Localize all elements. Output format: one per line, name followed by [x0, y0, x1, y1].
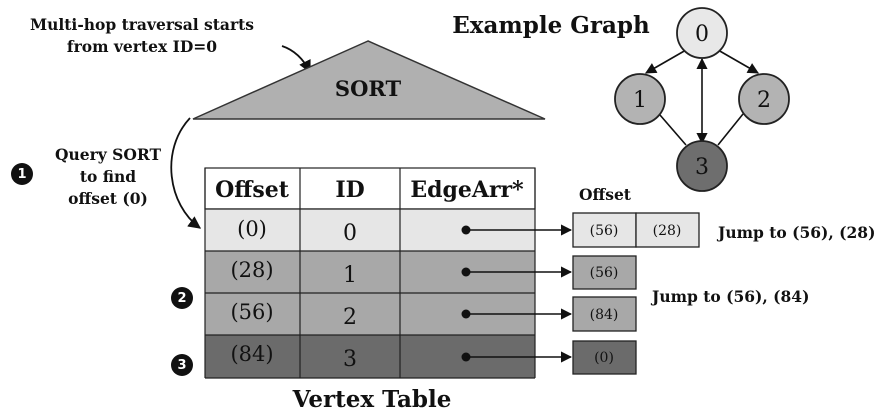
- step1-text-line-1: Query SORT: [54, 145, 162, 164]
- step1-text: Query SORT to find offset (0): [38, 144, 178, 210]
- sort-to-table-arrow: [170, 117, 202, 229]
- graph-node: [738, 73, 790, 125]
- edge-array-cell: [635, 212, 700, 248]
- table-cell-id: 1: [343, 263, 357, 288]
- table-cell-id: 2: [343, 305, 357, 330]
- graph-node-label: 1: [633, 88, 647, 113]
- edge-array-cell: [572, 340, 637, 375]
- step2-badge: 2: [171, 287, 193, 309]
- table-header-edgearr: EdgeArr*: [410, 177, 524, 203]
- vertex-table: Offset ID EdgeArr* (0) 0 (28) 1 (56) 2 (…: [204, 167, 573, 379]
- table-header-offset: Offset: [215, 177, 290, 203]
- edge-array-cell: [572, 296, 637, 332]
- start-annotation-line-2: from vertex ID=0: [66, 37, 218, 56]
- example-graph-title: Example Graph: [452, 12, 650, 39]
- example-graph: 0 1 2 3: [614, 7, 790, 192]
- edge-array-value: (28): [653, 223, 682, 239]
- jump-annotation-1: Jump to (56), (28): [716, 223, 875, 242]
- table-header-id: ID: [335, 177, 364, 203]
- edge-array-offset-header: Offset: [579, 185, 632, 204]
- edge-arrays: [572, 212, 700, 375]
- graph-node-label: 3: [695, 155, 709, 180]
- graph-node-label: 0: [695, 22, 709, 47]
- step1-badge: 1: [11, 163, 33, 185]
- table-cell-offset: (84): [230, 342, 273, 366]
- table-cell-id: 0: [343, 221, 357, 246]
- table-cell-offset: (28): [230, 258, 273, 282]
- jump-annotation-2: Jump to (56), (84): [650, 287, 809, 306]
- edge-array-cell: [572, 212, 637, 248]
- edge-array-value: (56): [590, 223, 619, 239]
- table-cell-offset: (56): [230, 300, 273, 324]
- vertex-table-title: Vertex Table: [292, 386, 452, 413]
- start-annotation: Multi-hop traversal starts from vertex I…: [18, 14, 266, 58]
- graph-node-label: 2: [757, 88, 771, 113]
- table-cell-id: 3: [343, 347, 357, 372]
- graph-node: [614, 73, 666, 125]
- sort-label: SORT: [335, 76, 402, 101]
- sort-triangle: [192, 40, 546, 120]
- edge-array-value: (56): [590, 265, 619, 281]
- edge-array-value: (84): [590, 307, 619, 323]
- edge-array-cell: [572, 255, 637, 290]
- graph-edge: [717, 113, 744, 146]
- graph-node: [676, 7, 728, 59]
- step1-text-line-2: to find: [79, 167, 137, 186]
- graph-edge: [645, 49, 687, 74]
- start-annotation-line-1: Multi-hop traversal starts: [29, 15, 255, 34]
- graph-edge: [717, 49, 759, 74]
- step3-badge: 3: [171, 354, 193, 376]
- edge-array-value: (0): [594, 350, 614, 366]
- step1-text-line-3: offset (0): [68, 189, 148, 208]
- table-cell-offset: (0): [237, 217, 267, 241]
- graph-node: [676, 140, 728, 192]
- graph-edge: [659, 114, 687, 146]
